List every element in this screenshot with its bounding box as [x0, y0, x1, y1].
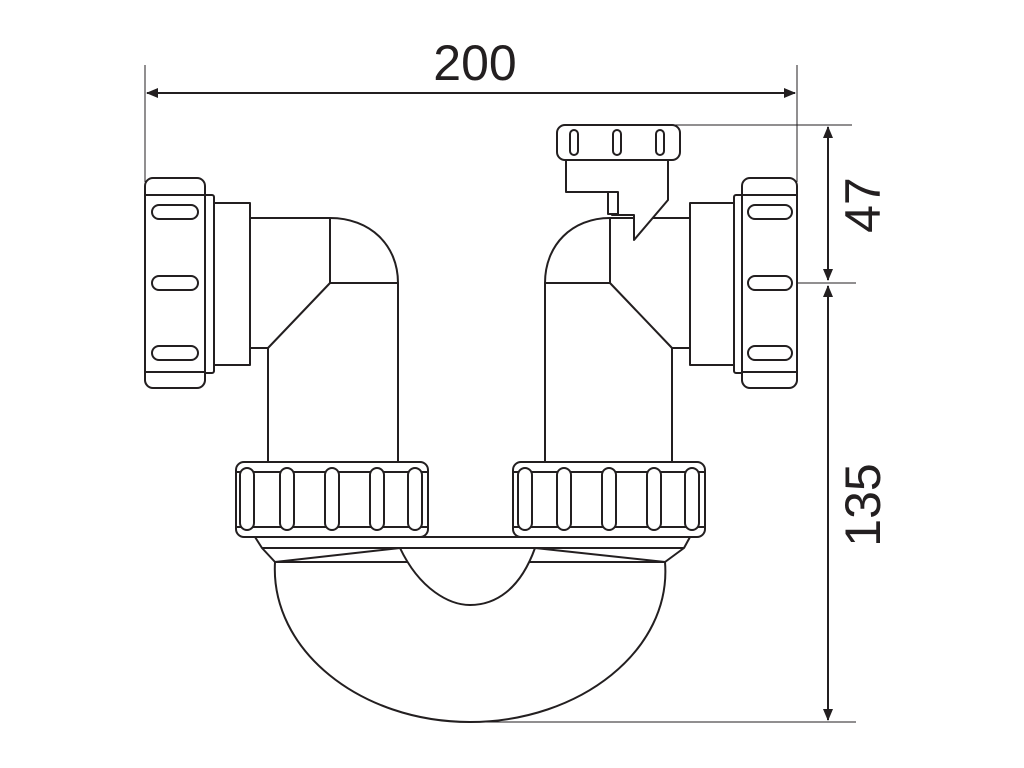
lower-height-label: 135 — [835, 463, 891, 546]
u-bend — [254, 536, 691, 723]
right-outlet-elbow — [544, 124, 798, 465]
width-dimension: 200 — [144, 35, 798, 182]
left-inlet-elbow — [144, 177, 399, 465]
upper-height-label: 47 — [835, 177, 891, 233]
bottom-left-nut — [235, 461, 429, 538]
bottom-right-nut — [512, 461, 706, 538]
height-dimensions: 47 135 — [480, 124, 891, 723]
width-label: 200 — [433, 35, 516, 91]
